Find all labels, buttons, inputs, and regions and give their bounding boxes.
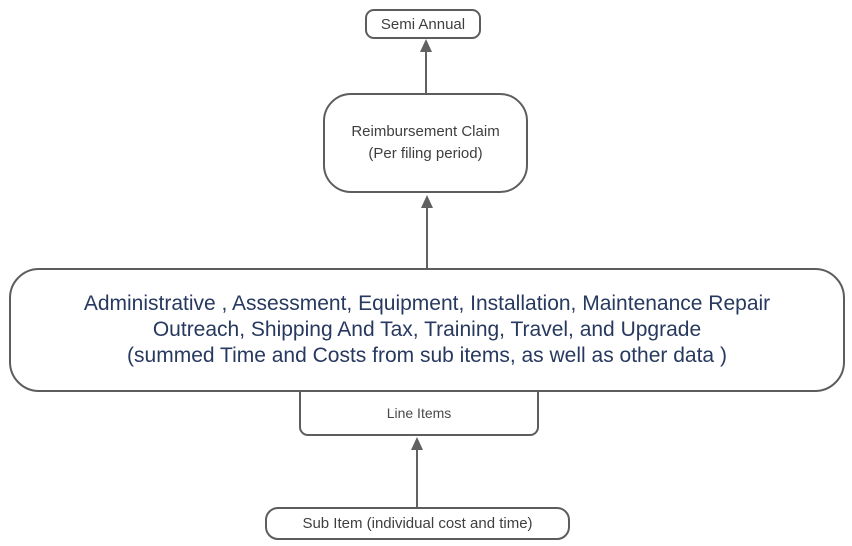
node-semi-annual: Semi Annual <box>365 9 481 39</box>
node-reimbursement-claim-title: Reimbursement Claim <box>351 123 500 140</box>
node-categories-line3: (summed Time and Costs from sub items, a… <box>127 344 727 367</box>
node-line-items: Line Items <box>299 390 539 436</box>
connector-sub-item-to-line-items <box>416 449 418 507</box>
node-reimbursement-claim-subtitle: (Per filing period) <box>368 145 483 162</box>
connector-claim-to-semi-annual <box>425 50 427 93</box>
arrow-up-icon <box>421 195 433 208</box>
node-categories-line2: Outreach, Shipping And Tax, Training, Tr… <box>152 318 702 341</box>
node-reimbursement-claim: Reimbursement Claim (Per filing period) <box>323 93 528 193</box>
node-sub-item-label: Sub Item (individual cost and time) <box>302 515 533 532</box>
connector-categories-to-claim <box>426 206 428 268</box>
node-sub-item: Sub Item (individual cost and time) <box>265 507 570 540</box>
node-categories-line1: Administrative , Assessment, Equipment, … <box>83 292 771 315</box>
node-line-items-label: Line Items <box>386 405 452 421</box>
node-semi-annual-label: Semi Annual <box>380 15 466 33</box>
arrow-up-icon <box>411 437 423 450</box>
node-line-item-categories: Administrative , Assessment, Equipment, … <box>9 268 845 392</box>
arrow-up-icon <box>420 39 432 52</box>
